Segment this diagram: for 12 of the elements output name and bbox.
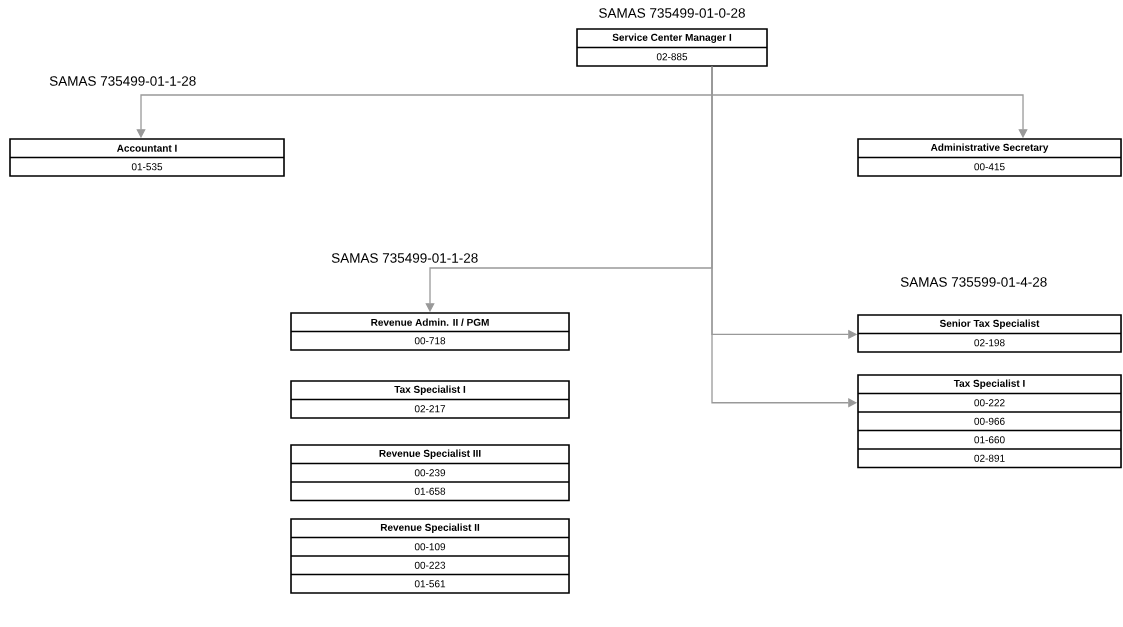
position-box: Service Center Manager I 02-885 <box>576 28 768 67</box>
position-box: Accountant I 01-535 <box>9 138 285 177</box>
code-label: SAMAS 735499-01-1-28 <box>331 253 478 263</box>
code-label: SAMAS 735499-01-1-28 <box>49 76 196 86</box>
position-box: Tax Specialist I 00-222 00-966 01-660 02-891 <box>857 374 1122 469</box>
position-box: Revenue Specialist III 00-239 01-658 <box>290 444 570 502</box>
position-box: Senior Tax Specialist 02-198 <box>857 314 1122 353</box>
code-label: SAMAS 735599-01-4-28 <box>900 277 1047 287</box>
position-box: Revenue Admin. II / PGM 00-718 <box>290 312 570 351</box>
position-box: Administrative Secretary 00-415 <box>857 138 1122 177</box>
position-box: Tax Specialist I 02-217 <box>290 380 570 419</box>
position-box: Revenue Specialist II 00-109 00-223 01-561 <box>290 518 570 594</box>
